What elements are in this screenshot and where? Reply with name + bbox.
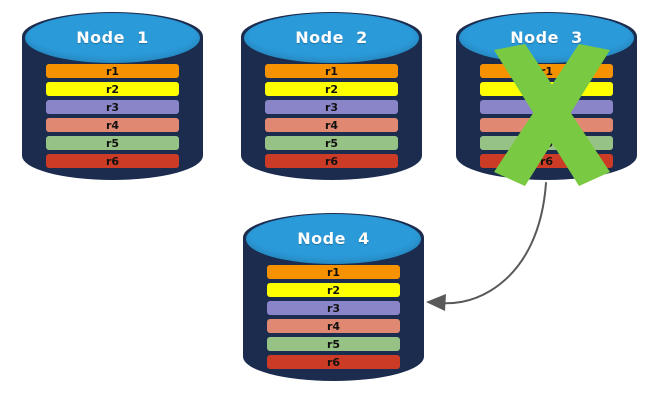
node-1-row-r4: r4 — [46, 118, 179, 132]
node-1-row-r2: r2 — [46, 82, 179, 96]
arrow-head-icon — [426, 294, 446, 311]
node-4-row-r6: r6 — [267, 355, 400, 369]
node-2-row-r3: r3 — [265, 100, 398, 114]
node-1[interactable]: Node 1 r1 r2 r3 r4 r5 r6 — [22, 12, 205, 183]
node-4[interactable]: Node 4 r1 r2 r3 r4 r5 r6 — [243, 213, 426, 384]
node-1-row-r6: r6 — [46, 154, 179, 168]
node-2-title: Node 2 — [295, 27, 368, 47]
node-3-row-r2: r2 — [480, 82, 613, 96]
node-3-row-r1: r1 — [480, 64, 613, 78]
node-4-row-r2: r2 — [267, 283, 400, 297]
node-3[interactable]: Node 3 r1 r2 r3 r4 r5 r6 — [456, 12, 639, 183]
node-2[interactable]: Node 2 r1 r2 r3 r4 r5 r6 — [241, 12, 424, 183]
node-2-cap — [243, 13, 420, 63]
node-3-row-r5: r5 — [480, 136, 613, 150]
node-3-row-r4: r4 — [480, 118, 613, 132]
node-4-row-r3: r3 — [267, 301, 400, 315]
node-2-row-r1: r1 — [265, 64, 398, 78]
node-3-rows: r1 r2 r3 r4 r5 r6 — [480, 64, 613, 168]
node-4-title: Node 4 — [297, 228, 370, 248]
node-2-rows: r1 r2 r3 r4 r5 r6 — [265, 64, 398, 168]
node-2-row-r6: r6 — [265, 154, 398, 168]
node-3-row-r3: r3 — [480, 100, 613, 114]
arrow-path — [437, 182, 547, 305]
node-4-rows: r1 r2 r3 r4 r5 r6 — [267, 265, 400, 369]
node-2-row-r4: r4 — [265, 118, 398, 132]
node-4-row-r4: r4 — [267, 319, 400, 333]
node-1-rows: r1 r2 r3 r4 r5 r6 — [46, 64, 179, 168]
node-1-row-r1: r1 — [46, 64, 179, 78]
node-1-cap — [24, 13, 201, 63]
node-4-row-r5: r5 — [267, 337, 400, 351]
node-2-row-r5: r5 — [265, 136, 398, 150]
node-4-row-r1: r1 — [267, 265, 400, 279]
node-1-row-r3: r3 — [46, 100, 179, 114]
node-4-cap — [245, 214, 422, 264]
node-1-title: Node 1 — [76, 27, 149, 47]
node-3-row-r6: r6 — [480, 154, 613, 168]
node-3-title: Node 3 — [510, 27, 583, 47]
node-2-row-r2: r2 — [265, 82, 398, 96]
node-1-row-r5: r5 — [46, 136, 179, 150]
